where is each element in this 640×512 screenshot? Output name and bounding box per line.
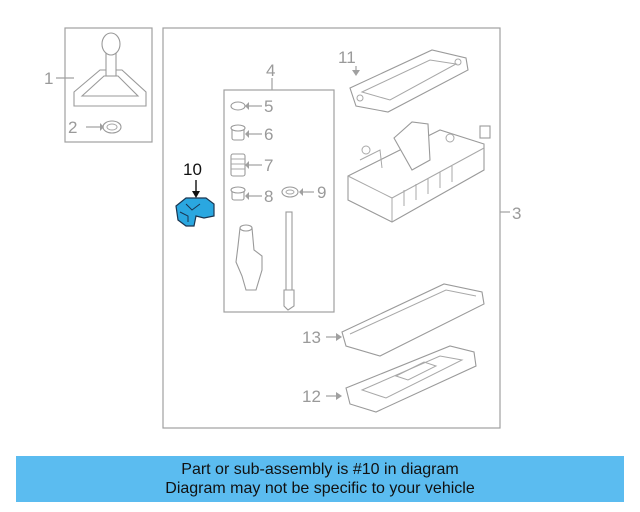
clip-drawing: [230, 101, 246, 111]
callout-11: 11: [338, 48, 356, 67]
base-gasket-drawing: [345, 345, 477, 413]
banner-line-2: Diagram may not be specific to your vehi…: [165, 480, 475, 497]
callout-2: 2: [68, 118, 77, 137]
callout-1: 1: [44, 69, 53, 88]
callout-8: 8: [264, 187, 273, 206]
callout-4: 4: [266, 61, 275, 80]
callout-9: 9: [317, 183, 326, 202]
callout-12: 12: [302, 387, 321, 406]
shift-knob-boot-drawing: [73, 32, 147, 107]
shift-lever-drawing: [235, 211, 295, 311]
callout-3: 3: [512, 204, 521, 223]
bushing-lower-drawing: [230, 186, 246, 201]
ring-drawing: [102, 120, 122, 134]
callout-10: 10: [183, 160, 202, 179]
washer-drawing: [281, 186, 299, 198]
gasket-plate-drawing: [349, 49, 469, 113]
banner-line-1: Part or sub-assembly is #10 in diagram: [181, 461, 459, 478]
part-10-bracket-highlighted[interactable]: [175, 197, 215, 227]
bushing-drawing: [230, 124, 246, 141]
parts-diagram: 1 2 3 4 5 6 7 8: [44, 27, 521, 429]
spring-drawing: [230, 153, 246, 177]
group-box-shift-rod-kit: [223, 89, 335, 313]
shifter-housing-drawing: [347, 121, 491, 223]
info-banner: Part or sub-assembly is #10 in diagram D…: [16, 456, 624, 502]
cover-plate-drawing: [341, 283, 485, 357]
callout-5: 5: [264, 97, 273, 116]
group-box-shift-knob: [64, 27, 153, 143]
group-box-shifter-assembly: [162, 27, 501, 429]
callout-7: 7: [264, 156, 273, 175]
callout-6: 6: [264, 125, 273, 144]
callout-13: 13: [302, 328, 321, 347]
